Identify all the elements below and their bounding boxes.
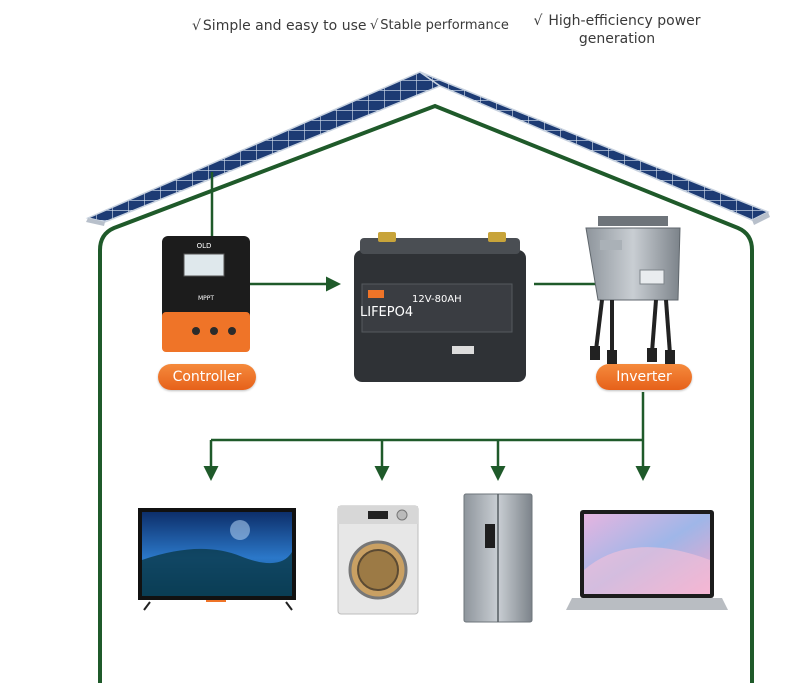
controller-subtitle: MPPT xyxy=(198,295,214,302)
feature-text: Stable performance xyxy=(380,18,509,33)
inverter-label: Inverter xyxy=(596,364,692,390)
house-frame xyxy=(98,103,754,683)
charge-controller: OLD MPPT xyxy=(162,236,250,352)
television xyxy=(138,508,296,611)
feature-simple: √Simple and easy to use xyxy=(192,18,366,34)
check-icon: √ xyxy=(533,13,543,29)
controller-label: Controller xyxy=(158,364,256,390)
battery-rating: 12V-80AH xyxy=(412,294,462,305)
battery-brand: LIFEPO4 xyxy=(360,305,413,320)
controller-brand: OLD xyxy=(197,242,212,250)
feature-list: √Simple and easy to use √Stable performa… xyxy=(190,12,750,52)
feature-efficiency: √ High-efficiency power generation xyxy=(512,12,722,48)
micro-inverter xyxy=(585,216,681,364)
lifepo4-battery: LIFEPO4 12V-80AH xyxy=(354,232,526,382)
refrigerator xyxy=(463,493,533,623)
washing-machine xyxy=(337,505,419,615)
feature-stable: √Stable performance xyxy=(370,18,509,33)
feature-text: Simple and easy to use xyxy=(202,18,367,34)
check-icon: √ xyxy=(370,18,379,33)
solar-panel-roof xyxy=(85,71,770,226)
laptop xyxy=(566,510,728,610)
feature-text: High-efficiency power generation xyxy=(548,13,701,47)
check-icon: √ xyxy=(192,18,201,34)
